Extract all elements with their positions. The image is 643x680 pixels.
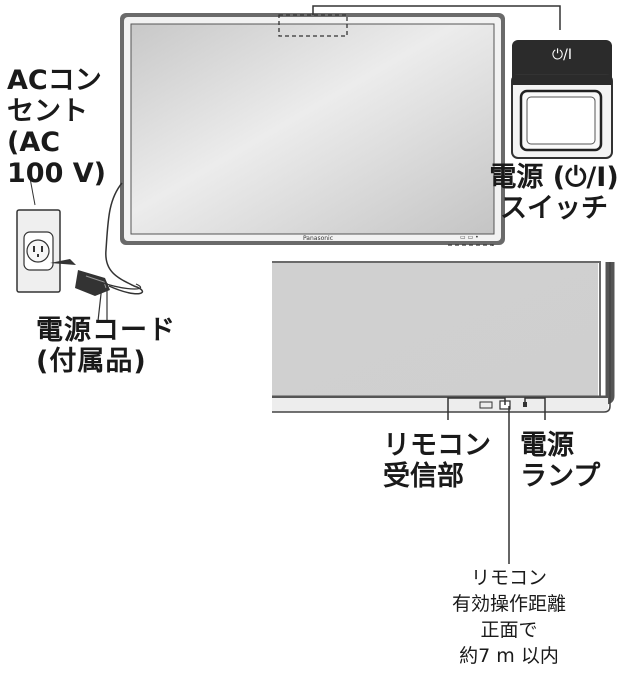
power-cord-label-line: (付属品) (36, 346, 147, 377)
power-lamp-label: 電源 ランプ (520, 430, 600, 492)
remote-range-label: リモコン 有効操作距離 正面で 約7 m 以内 (424, 565, 594, 669)
outlet-label-line: 100 V) (7, 158, 106, 189)
outlet-label-line: セント (7, 96, 88, 127)
power-lamp-label-line: ランプ (520, 461, 601, 492)
power-switch-label-line: スイッチ (500, 193, 608, 224)
display-front: Panasonic (120, 13, 505, 245)
switch-leader-line (312, 5, 561, 30)
power-switch-label: 電源 (⏻/I) スイッチ (465, 162, 643, 224)
remote-receiver-mark (479, 401, 493, 409)
power-cord-label: 電源コード (付属品) (36, 315, 176, 377)
display-corner-detail (272, 246, 615, 414)
svg-text:▭ ▭ •: ▭ ▭ • (460, 234, 479, 241)
power-symbol-icon: ⏻/I (552, 47, 572, 63)
remote-range-label-line: 有効操作距離 (451, 593, 566, 615)
power-switch-detail (511, 40, 613, 159)
switch-callout-box (278, 14, 348, 37)
remote-receiver-label-line: 受信部 (383, 461, 464, 492)
remote-range-label-line: 正面で (480, 619, 538, 641)
remote-range-label-line: リモコン (470, 567, 547, 589)
power-lamp-label-line: 電源 (520, 430, 574, 461)
outlet-label-line: ACコン (7, 65, 102, 96)
outlet-label: ACコン セント (AC 100 V) (7, 65, 106, 189)
power-cord (105, 182, 144, 295)
wall-outlet (16, 177, 61, 293)
outlet-label-line: (AC (7, 127, 61, 158)
remote-range-label-line: 約7 m 以内 (459, 645, 559, 667)
remote-receiver-label-line: リモコン (383, 430, 491, 461)
brand-logo: Panasonic (303, 235, 333, 242)
power-cord-label-line: 電源コード (36, 315, 176, 346)
remote-receiver-label: リモコン 受信部 (383, 430, 491, 492)
power-switch-label-line: 電源 (⏻/I) (489, 162, 619, 193)
